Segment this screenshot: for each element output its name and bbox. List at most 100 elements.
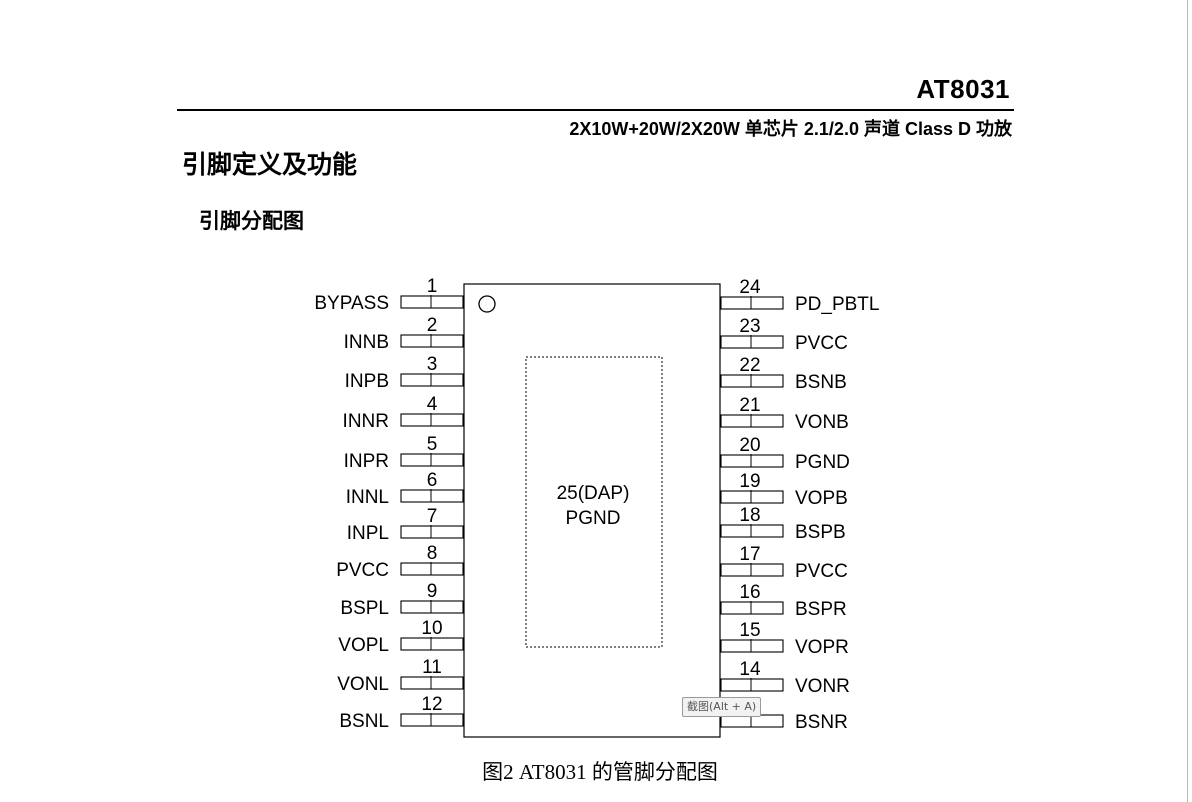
pin-pad bbox=[720, 490, 784, 504]
pin-name: PGND bbox=[795, 452, 850, 473]
pin-pad bbox=[400, 713, 464, 727]
product-subtitle: 2X10W+20W/2X20W 单芯片 2.1/2.0 声道 Class D 功… bbox=[569, 119, 1012, 139]
pin-pad bbox=[720, 563, 784, 577]
chip-body bbox=[463, 283, 721, 738]
pin-pad bbox=[720, 335, 784, 349]
pin-pad bbox=[720, 296, 784, 310]
pin-name: PVCC bbox=[795, 333, 848, 354]
pin-pad bbox=[400, 334, 464, 348]
pin-name: PVCC bbox=[795, 561, 848, 582]
pin-name: INPL bbox=[347, 523, 389, 544]
pin-pad bbox=[720, 639, 784, 653]
pin-number: 7 bbox=[427, 506, 438, 527]
pin-pad bbox=[720, 524, 784, 538]
pin-pad bbox=[720, 454, 784, 468]
pin-number: 22 bbox=[739, 355, 760, 376]
pin-name: INNL bbox=[346, 487, 389, 508]
dap-pad bbox=[525, 356, 663, 648]
pin-pad bbox=[720, 374, 784, 388]
pin-number: 14 bbox=[739, 659, 761, 680]
dap-label-net: PGND bbox=[566, 508, 621, 529]
pin-name: VONB bbox=[795, 412, 849, 433]
left-pin-column: 1BYPASS2INNB3INPB4INNR5INPR6INNL7INPL8PV… bbox=[314, 276, 464, 732]
pin-pad bbox=[400, 600, 464, 614]
pin-number: 12 bbox=[421, 694, 442, 715]
pin-number: 5 bbox=[427, 434, 438, 455]
pin-name: INPB bbox=[345, 371, 389, 392]
pin-number: 23 bbox=[739, 316, 760, 337]
pin-pad bbox=[720, 601, 784, 615]
pin-number: 18 bbox=[739, 505, 760, 526]
pin-number: 15 bbox=[739, 620, 760, 641]
pin-pad bbox=[400, 295, 464, 309]
pin-number: 19 bbox=[739, 471, 760, 492]
pin-pad bbox=[720, 414, 784, 428]
figure-caption: 图2 AT8031 的管脚分配图 bbox=[482, 760, 718, 784]
pin-number: 20 bbox=[739, 435, 760, 456]
pin-number: 17 bbox=[739, 544, 760, 565]
pin-number: 11 bbox=[422, 657, 442, 678]
pin-name: BSNR bbox=[795, 712, 848, 733]
pin-number: 2 bbox=[427, 315, 438, 336]
pin-number: 9 bbox=[427, 581, 438, 602]
pin-number: 16 bbox=[739, 582, 760, 603]
pin-number: 3 bbox=[427, 354, 438, 375]
pin-name: BSPB bbox=[795, 522, 846, 543]
subsection-title: 引脚分配图 bbox=[199, 209, 304, 233]
pin-name: VONR bbox=[795, 676, 850, 697]
pin-name: BSNL bbox=[339, 711, 389, 732]
pin-name: INNR bbox=[343, 411, 389, 432]
page-right-edge bbox=[1187, 0, 1188, 802]
section-title: 引脚定义及功能 bbox=[182, 150, 358, 179]
header-rule bbox=[177, 109, 1014, 111]
pin-name: BYPASS bbox=[314, 293, 389, 314]
pin-pad bbox=[400, 525, 464, 539]
pin-name: VOPR bbox=[795, 637, 849, 658]
pin-name: VONL bbox=[337, 674, 389, 695]
pin-number: 21 bbox=[739, 395, 760, 416]
pin-pad bbox=[400, 562, 464, 576]
pin-pad bbox=[400, 676, 464, 690]
pin-name: BSPL bbox=[340, 598, 389, 619]
screenshot-tooltip: 截图(Alt + A) bbox=[682, 697, 762, 717]
pin-name: VOPB bbox=[795, 488, 848, 509]
pin-name: INNB bbox=[344, 332, 389, 353]
pin-name: BSNB bbox=[795, 372, 847, 393]
pin-pad bbox=[400, 637, 464, 651]
pin-pad bbox=[400, 373, 464, 387]
pin-pad bbox=[400, 413, 464, 427]
pin-name: INPR bbox=[344, 451, 389, 472]
pin-name: PVCC bbox=[336, 560, 389, 581]
dap-label-number: 25(DAP) bbox=[557, 483, 630, 504]
pin-name: BSPR bbox=[795, 599, 847, 620]
pin-number: 24 bbox=[739, 277, 761, 298]
pin-pad bbox=[720, 678, 784, 692]
pin-number: 1 bbox=[427, 276, 438, 297]
pin-number: 6 bbox=[427, 470, 438, 491]
pin1-marker bbox=[478, 295, 496, 313]
right-pin-column: 24PD_PBTL23PVCC22BSNB21VONB20PGND19VOPB1… bbox=[720, 277, 879, 733]
product-code: AT8031 bbox=[916, 74, 1010, 104]
pin-number: 8 bbox=[427, 543, 438, 564]
